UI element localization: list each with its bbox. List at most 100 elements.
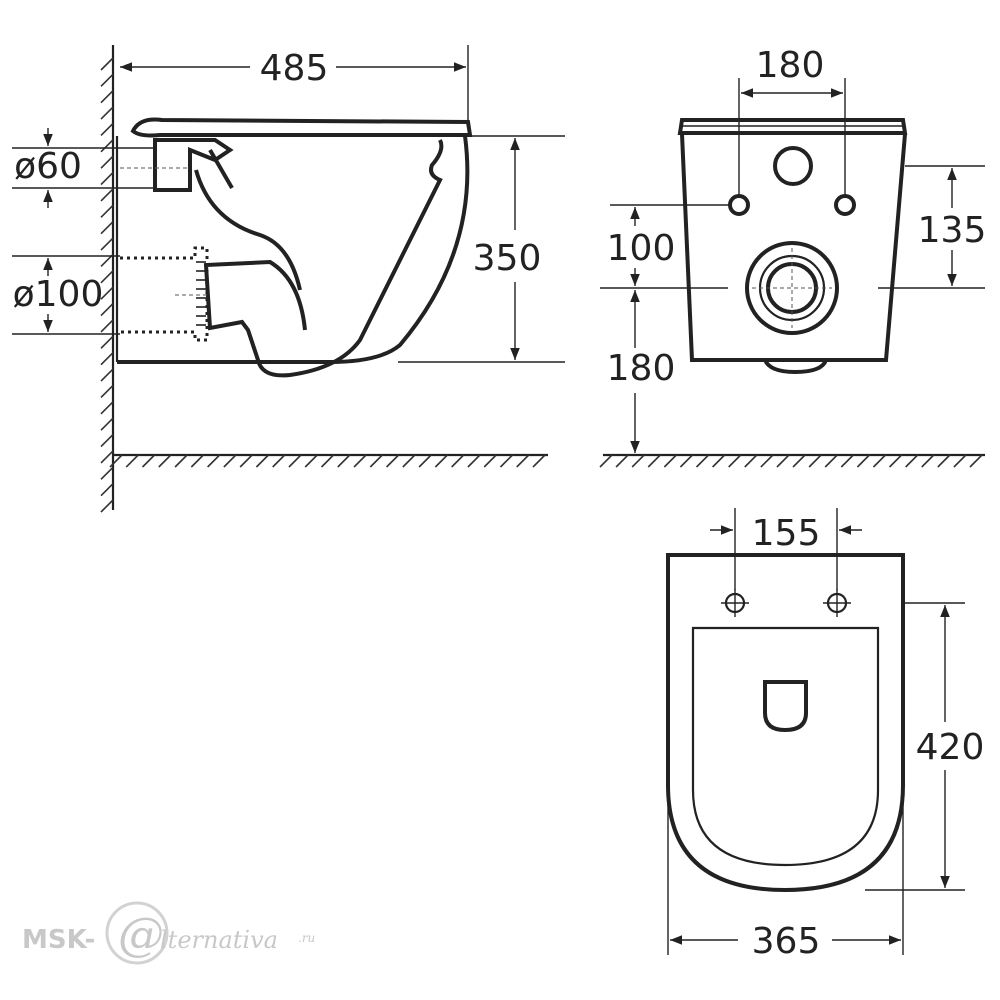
hatch-line [100,286,114,300]
dim-label-depth: 420 [916,727,985,768]
hatch-line [434,454,448,468]
hatch-line [223,454,237,468]
dim-label-seat-hole-spacing: 155 [752,513,821,554]
hatch-line [872,454,887,468]
hatch-line [272,454,286,468]
hatch-line [100,417,114,431]
front-body [680,133,907,362]
hatch-line [402,454,416,468]
hatch-line [953,454,967,468]
dim-label-inlet-height: 135 [918,210,987,251]
front-bolt-left [728,194,750,216]
hatch-line [824,454,838,468]
hatch-line [969,454,983,468]
dim-length: 485 [120,45,469,125]
hatch-line [776,454,790,468]
dim-depth: 420 [865,602,985,891]
hatch-line [100,122,114,137]
inner-bowl [203,139,444,378]
inlet-fitting [153,138,234,192]
top-outer-outline [666,553,905,893]
hatch-line [100,466,114,480]
hatch-line [100,483,114,497]
hatch-line [792,454,806,468]
dim-height: 350 [398,135,565,363]
dim-seat-hole-spacing: 155 [710,508,862,590]
hatch-line [304,454,318,468]
hatch-line [100,73,114,87]
hatch-line [386,454,400,468]
hatch-line [905,454,919,468]
hatch-line [615,454,629,468]
hatch-line [100,499,114,513]
hatch-line [100,335,114,349]
seat-hole-left [721,589,749,617]
watermark-suffix: lternativa [160,926,278,954]
dim-bolt-spacing: 180 [738,45,846,195]
front-seat-lid [677,118,908,135]
hatch-line [255,454,269,468]
hatch-line [100,90,114,104]
hatch-line [647,454,661,468]
toilet-front-profile [677,118,908,375]
dim-label-height: 350 [473,238,542,279]
dim-label-bolt-spacing: 180 [756,45,825,86]
hatch-line [418,454,432,468]
dim-outlet: ø100 [12,255,120,335]
dim-label-outlet: ø100 [13,274,104,315]
dim-label-inlet: ø60 [14,146,82,187]
hatch-line [100,368,114,382]
hatch-line [840,454,854,468]
hatch-line [158,454,172,468]
watermark-prefix: MSK- [22,925,95,955]
hatch-line [100,401,114,415]
top-inner-outline [691,626,880,867]
watermark: MSK- @ lternativa .ru [22,901,315,965]
floor-hatch [599,454,983,468]
hatch-line [141,454,156,468]
hatch-line [125,454,139,468]
hatch-line [100,155,114,169]
watermark-circle-icon [105,901,169,965]
watermark-glyph: @ [118,907,164,961]
hatch-line [499,454,514,468]
side-view: 485 350 ø60 ø100 [12,45,565,513]
seat-lid [130,117,473,138]
hatch-line [100,172,114,186]
dim-label-length: 485 [260,48,329,89]
dim-bolt-to-outlet: 100 [600,204,985,289]
hatch-line [712,454,726,468]
hatch-line [631,454,645,468]
hatch-line [320,454,335,468]
hatch-line [100,352,114,366]
hatch-line [728,454,742,468]
front-outlet-outer [745,241,839,335]
front-view: 180 100 180 135 [599,45,987,468]
hatch-line [888,454,903,468]
hatch-line [663,454,677,468]
hatch-line [808,454,822,468]
hatch-line [100,270,114,284]
front-bolt-right [834,194,856,216]
front-inlet-hole [773,146,813,186]
hatch-line [353,454,367,468]
outlet-pipe-dotted [120,246,209,342]
toilet-side-profile [115,117,473,378]
hatch-line [100,384,114,398]
hatch-line [451,454,465,468]
dim-label-outlet-height: 180 [607,348,676,389]
front-foot [763,359,828,375]
hatch-line [516,454,530,468]
wall [100,45,115,513]
hatch-line [109,454,123,468]
watermark-domain: .ru [298,931,315,945]
trap-curve [194,169,302,291]
hatch-line [100,433,114,448]
wall-hatch [100,57,114,513]
hatch-line [100,106,114,120]
hatch-line [483,454,497,468]
hatch-line [100,302,114,317]
hatch-line [100,188,114,202]
top-rim-inlet [763,680,808,733]
